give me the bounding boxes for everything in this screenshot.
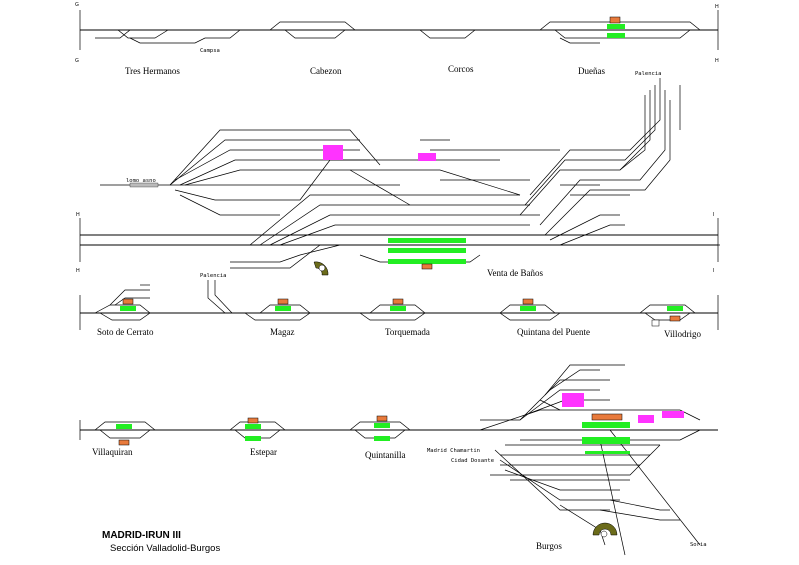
burgos-platform-2	[582, 437, 630, 444]
label-lomo-asno: lomo asno	[126, 178, 156, 184]
label-palencia-mid: Palencia	[200, 273, 227, 279]
row4-tracks	[79, 364, 718, 556]
station-corcos: Corcos	[448, 64, 474, 74]
estepar-platform	[245, 424, 261, 429]
row3-buildings	[120, 298, 683, 327]
station-torquemada: Torquemada	[385, 327, 430, 337]
edge-mark-h2: H	[715, 58, 719, 64]
edge-mark-g2: G	[75, 58, 79, 64]
quintana-platform	[520, 306, 536, 311]
edge-mark-h3: H	[76, 212, 80, 218]
station-villodrigo: Villodrigo	[664, 329, 701, 339]
venta-banos-tracks	[79, 78, 720, 269]
burgos-building-icon	[591, 413, 623, 421]
quintanilla-platform	[374, 423, 390, 428]
row4-buildings	[116, 393, 684, 538]
station-cabezon: Cabezon	[310, 66, 342, 76]
venta-platform-3	[388, 259, 466, 264]
edge-mark-h4: H	[76, 268, 80, 274]
venta-banos-buildings	[129, 145, 466, 276]
station-burgos: Burgos	[536, 541, 562, 551]
label-palencia-top: Palencia	[635, 71, 662, 77]
station-venta-banos: Venta de Baños	[487, 268, 543, 278]
diagram-subtitle: Sección Valladolid-Burgos	[110, 543, 220, 554]
burgos-warehouse-2	[638, 415, 654, 423]
label-campsa: Campsa	[200, 48, 220, 54]
soto-platform	[120, 306, 136, 311]
villaquiran-platform	[116, 424, 132, 429]
venta-platform-2	[388, 248, 466, 253]
burgos-turntable-icon	[592, 522, 618, 536]
station-quintanilla: Quintanilla	[365, 450, 406, 460]
burgos-platform-3	[585, 451, 630, 454]
station-estepar: Estepar	[250, 447, 277, 457]
venta-platform-1	[388, 238, 466, 243]
station-quintana: Quintana del Puente	[517, 327, 590, 337]
station-magaz: Magaz	[270, 327, 295, 337]
edge-mark-i1: I	[713, 212, 714, 218]
edge-mark-g1: G	[75, 2, 79, 8]
station-tres-hermanos: Tres Hermanos	[125, 66, 180, 76]
venta-warehouse-1	[323, 145, 343, 160]
burgos-platform-1	[582, 422, 630, 428]
row1-buildings	[607, 16, 625, 38]
row3-tracks	[79, 280, 719, 330]
station-duenas: Dueñas	[578, 66, 605, 76]
label-soria: Soria	[690, 542, 707, 548]
duenas-building-icon	[609, 16, 621, 24]
label-cidad-dosante: Cidad Dosante	[451, 458, 494, 464]
edge-mark-i2: I	[713, 268, 714, 274]
villodrigo-platform	[667, 306, 683, 311]
duenas-platform-2	[607, 33, 625, 38]
burgos-warehouse-1	[562, 393, 584, 407]
station-soto: Soto de Cerrato	[97, 327, 154, 337]
edge-mark-h1: H	[715, 4, 719, 10]
station-villaquiran: Villaquiran	[92, 447, 133, 457]
label-madrid-chamartin: Madrid Chamartin	[427, 448, 480, 454]
magaz-platform	[275, 306, 291, 311]
duenas-platform-1	[607, 24, 625, 29]
burgos-warehouse-3	[662, 411, 684, 418]
torquemada-platform	[390, 306, 406, 311]
venta-building-icon	[421, 263, 433, 270]
diagram-title: MADRID-IRUN III	[102, 530, 181, 541]
venta-warehouse-2	[418, 153, 436, 161]
row1-tracks	[79, 10, 719, 50]
